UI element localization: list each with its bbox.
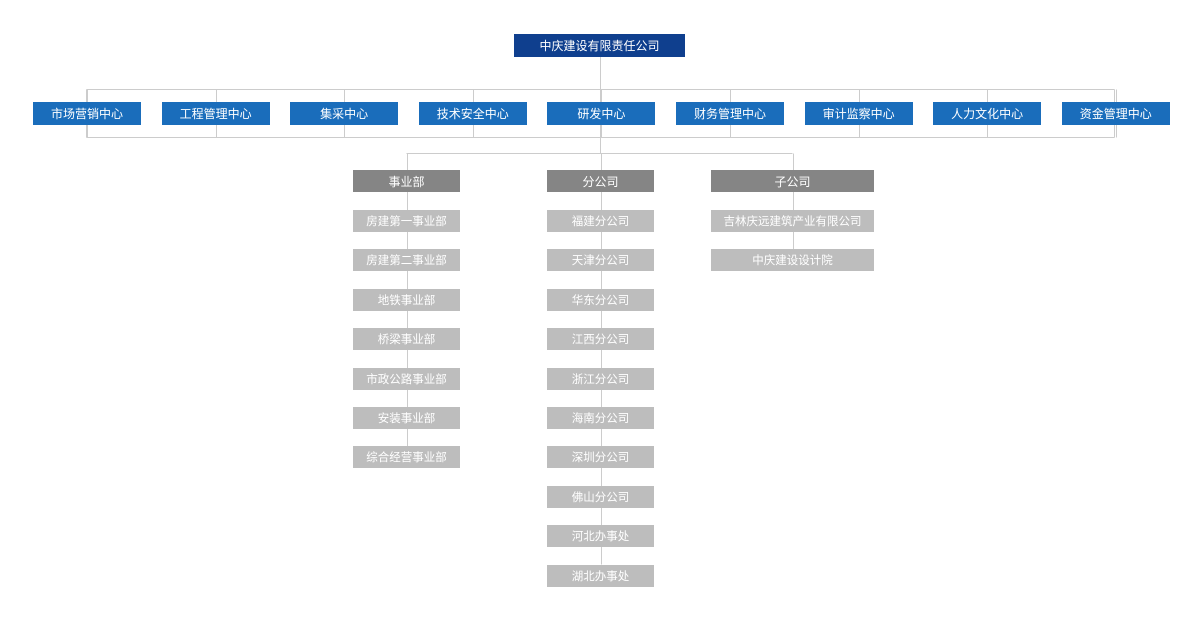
branch-item: 佛山分公司 xyxy=(547,485,654,508)
department-5: 研发中心 xyxy=(547,102,656,125)
group-subsidiaries: 子公司 xyxy=(711,170,874,192)
department-7: 审计监察中心 xyxy=(804,102,913,125)
branch-item: 江西分公司 xyxy=(547,328,654,351)
shiyebu-item: 地铁事业部 xyxy=(353,288,460,311)
department-9: 资金管理中心 xyxy=(1061,102,1170,125)
shiyebu-item: 房建第一事业部 xyxy=(353,210,460,232)
group-branches: 分公司 xyxy=(547,170,654,192)
shiyebu-item: 桥梁事业部 xyxy=(353,328,460,351)
department-6: 财务管理中心 xyxy=(676,102,784,125)
subsidiary-item: 中庆建设设计院 xyxy=(711,249,874,272)
shiyebu-item: 房建第二事业部 xyxy=(353,249,460,272)
branch-item: 天津分公司 xyxy=(547,249,654,272)
subsidiary-item: 吉林庆远建筑产业有限公司 xyxy=(711,210,874,232)
branch-item: 河北办事处 xyxy=(547,525,654,548)
department-8: 人力文化中心 xyxy=(933,102,1042,125)
department-1: 市场营销中心 xyxy=(33,102,141,125)
branch-item: 浙江分公司 xyxy=(547,367,654,390)
branch-item: 福建分公司 xyxy=(547,210,654,232)
department-2: 工程管理中心 xyxy=(161,102,270,125)
branch-item: 华东分公司 xyxy=(547,288,654,311)
shiyebu-item: 安装事业部 xyxy=(353,407,460,429)
shiyebu-item: 综合经营事业部 xyxy=(353,446,460,469)
branch-item: 深圳分公司 xyxy=(547,446,654,469)
branch-item: 海南分公司 xyxy=(547,407,654,429)
branch-item: 湖北办事处 xyxy=(547,564,654,587)
group-shiyebu: 事业部 xyxy=(353,170,460,192)
department-4: 技术安全中心 xyxy=(418,102,527,125)
shiyebu-item: 市政公路事业部 xyxy=(353,367,460,390)
department-3: 集采中心 xyxy=(290,102,399,125)
root-company: 中庆建设有限责任公司 xyxy=(514,34,685,57)
